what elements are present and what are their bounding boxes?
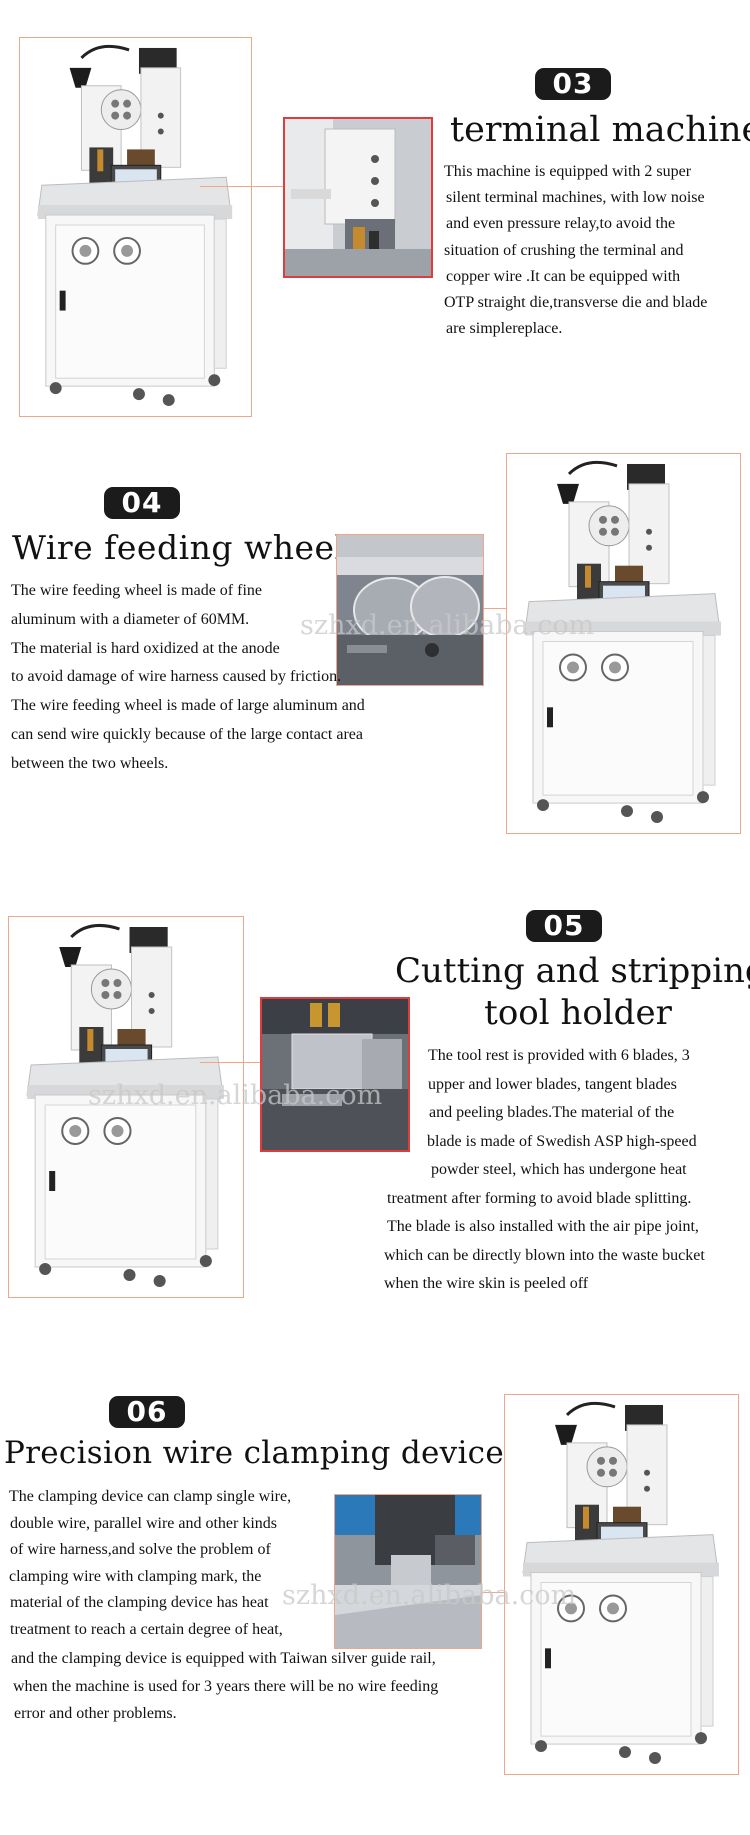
terminal-machine-closeup-image [283,117,433,278]
description-line: blade is made of Swedish ASP high-speed [427,1132,697,1150]
tool-holder-closeup-image [260,997,410,1152]
description-line: upper and lower blades, tangent blades [428,1075,677,1093]
section-title: terminal machine [450,110,750,150]
description-line: The clamping device can clamp single wir… [9,1488,292,1505]
title-line: tool holder [484,993,672,1033]
connector-line [200,186,285,187]
description-line: which can be directly blown into the was… [384,1246,705,1264]
description-line: can send wire quickly because of the lar… [11,725,363,743]
description-line: treatment to reach a certain degree of h… [10,1620,283,1638]
wire-feeding-wheel-closeup-image [336,534,484,686]
connector-line [200,1062,262,1063]
section-wire-feeding-wheel: 04 Wire feeding wheel The wire feeding w… [0,440,750,860]
description-line: silent terminal machines, with low noise [446,189,705,207]
section-title: Wire feeding wheel [12,528,346,567]
section-cutting-tool-holder: 05 Cutting and stripping tool holder The… [0,890,750,1310]
description-line: This machine is equipped with 2 super [444,163,692,180]
description-line: and peeling blades.The material of the [429,1104,675,1121]
section-description: The clamping device can clamp single wir… [9,1484,438,1727]
description-line: aluminum with a diameter of 60MM. [11,610,250,628]
description-line: situation of crushing the terminal and [444,241,684,259]
description-line: are simplereplace. [446,320,563,338]
description-line: error and other problems. [14,1704,177,1722]
machine-photo-frame [19,37,252,417]
description-line: copper wire .It can be equipped with [446,267,681,285]
machine-photo-frame [8,916,244,1298]
description-line: clamping wire with clamping mark, the [9,1567,262,1585]
description-line: and the clamping device is equipped with… [11,1649,436,1667]
description-line: of wire harness,and solve the problem of [10,1541,271,1559]
section-number-badge: 06 [109,1396,185,1428]
description-line: powder steel, which has undergone heat [431,1161,687,1178]
section-terminal-machine: 03 terminal machine This machine is equi… [0,0,750,420]
description-line: treatment after forming to avoid blade s… [387,1189,692,1207]
description-line: The blade is also installed with the air… [387,1218,699,1235]
description-line: to avoid damage of wire harness caused b… [11,668,342,686]
description-line: when the machine is used for 3 years the… [13,1678,439,1696]
section-number-badge: 03 [535,68,611,100]
machine-photo-frame [506,453,741,834]
description-line: The tool rest is provided with 6 blades,… [428,1047,690,1064]
wire-processing-machine-image [507,454,740,833]
section-wire-clamping-device: 06 Precision wire clamping device The cl… [0,1380,750,1835]
wire-processing-machine-image [505,1395,738,1774]
section-title: Precision wire clamping device [4,1435,504,1471]
description-line: OTP straight die,transverse die and blad… [444,294,708,312]
description-line: material of the clamping device has heat [10,1594,269,1612]
section-number-badge: 05 [526,910,602,942]
description-line: when the wire skin is peeled off [384,1275,589,1292]
description-line: The wire feeding wheel is made of large … [11,697,365,715]
description-line: The wire feeding wheel is made of fine [11,582,263,599]
wire-processing-machine-image [20,38,251,416]
machine-photo-frame [504,1394,739,1775]
section-description: This machine is equipped with 2 super si… [444,159,707,342]
wire-processing-machine-image [9,917,243,1297]
description-line: and even pressure relay,to avoid the [446,215,676,233]
description-line: The material is hard oxidized at the ano… [11,639,280,657]
section-description: The tool rest is provided with 6 blades,… [384,1042,705,1299]
section-description: The wire feeding wheel is made of fine a… [11,577,365,779]
description-line: double wire, parallel wire and other kin… [10,1514,278,1532]
section-title: Cutting and stripping tool holder [395,950,750,1034]
clamping-device-closeup-image [334,1494,482,1649]
section-number-badge: 04 [104,487,180,519]
description-line: between the two wheels. [11,754,169,772]
title-line: Cutting and stripping [395,951,750,991]
